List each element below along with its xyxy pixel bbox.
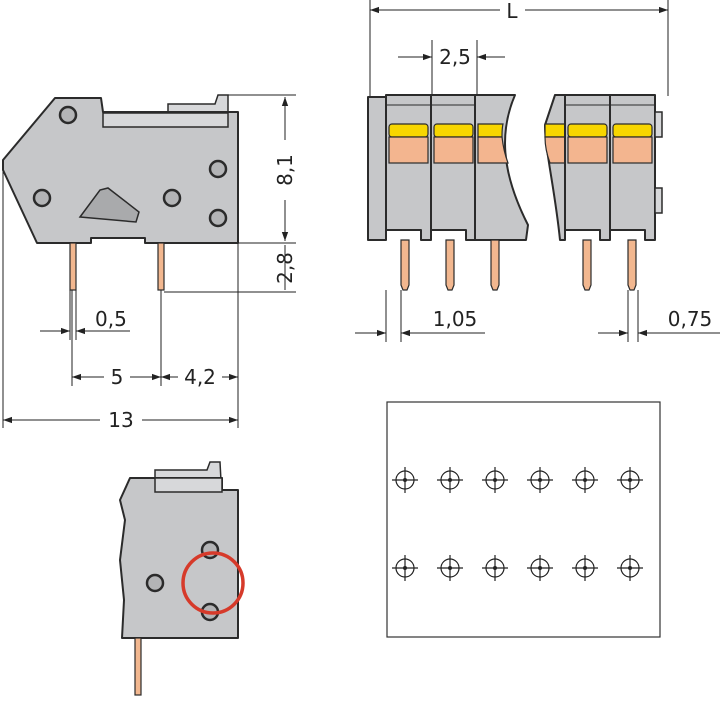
footprint-hole — [392, 467, 418, 493]
footprint-hole — [437, 555, 463, 581]
lever-icon — [78, 187, 140, 223]
clamp — [477, 136, 509, 164]
highlight-circle — [181, 551, 245, 615]
footprint-hole — [437, 467, 463, 493]
top-rail — [154, 477, 223, 493]
clamp — [567, 136, 608, 164]
dim-pitch: 2,5 — [439, 45, 471, 69]
pin — [490, 239, 500, 291]
detail-view — [119, 461, 245, 696]
housing-detail — [119, 477, 239, 639]
hole — [208, 208, 228, 228]
hole — [32, 188, 52, 208]
footprint-hole — [482, 467, 508, 493]
module — [430, 94, 477, 241]
pin — [69, 242, 77, 291]
footprint-hole — [617, 555, 643, 581]
pin — [582, 239, 592, 291]
pin — [400, 239, 410, 291]
footprint-hole — [392, 555, 418, 581]
dim-pin-length: 2,8 — [273, 252, 297, 284]
footprint-hole — [527, 555, 553, 581]
footprint-outline — [386, 401, 661, 638]
dim-pin-offset: 1,05 — [433, 307, 478, 331]
clamp — [612, 136, 653, 164]
dim-pin-width: 0,5 — [95, 307, 127, 331]
module — [564, 94, 611, 241]
module-broken — [474, 94, 529, 241]
side-view: 8,1 2,8 0,5 5 4,2 13 — [2, 94, 297, 432]
pin — [627, 239, 637, 291]
push-button — [612, 123, 653, 138]
clamp — [388, 136, 429, 164]
pin — [134, 637, 142, 696]
dim-depth: 13 — [108, 408, 133, 432]
clip-tab — [167, 94, 229, 114]
push-button — [567, 123, 608, 138]
side-latch — [654, 111, 663, 138]
side-latch — [654, 187, 663, 214]
footprint-hole — [617, 467, 643, 493]
dim-length: L — [506, 0, 518, 23]
hole — [208, 159, 228, 179]
clamp — [433, 136, 474, 164]
dim-pin-spacing: 5 — [111, 365, 124, 389]
clamp — [544, 136, 566, 164]
top-rail — [102, 112, 229, 128]
front-view: L 2,5 1,05 0,75 — [355, 0, 720, 342]
end-plate — [367, 96, 387, 241]
hole — [58, 105, 78, 125]
footprint-hole — [527, 467, 553, 493]
pin — [157, 242, 165, 291]
push-button — [433, 123, 474, 138]
pin — [445, 239, 455, 291]
module-broken — [544, 94, 566, 241]
push-button — [388, 123, 429, 138]
hole — [162, 188, 182, 208]
pcb-footprint — [386, 401, 661, 638]
push-button — [544, 123, 566, 138]
dim-height-body: 8,1 — [273, 154, 297, 186]
dim-pin-to-edge: 4,2 — [184, 365, 216, 389]
dim-pin-thickness: 0,75 — [668, 307, 713, 331]
module — [385, 94, 432, 241]
footprint-hole — [482, 555, 508, 581]
hole — [145, 573, 165, 593]
push-button — [477, 123, 504, 138]
module — [609, 94, 656, 241]
footprint-hole — [572, 555, 598, 581]
footprint-hole — [572, 467, 598, 493]
